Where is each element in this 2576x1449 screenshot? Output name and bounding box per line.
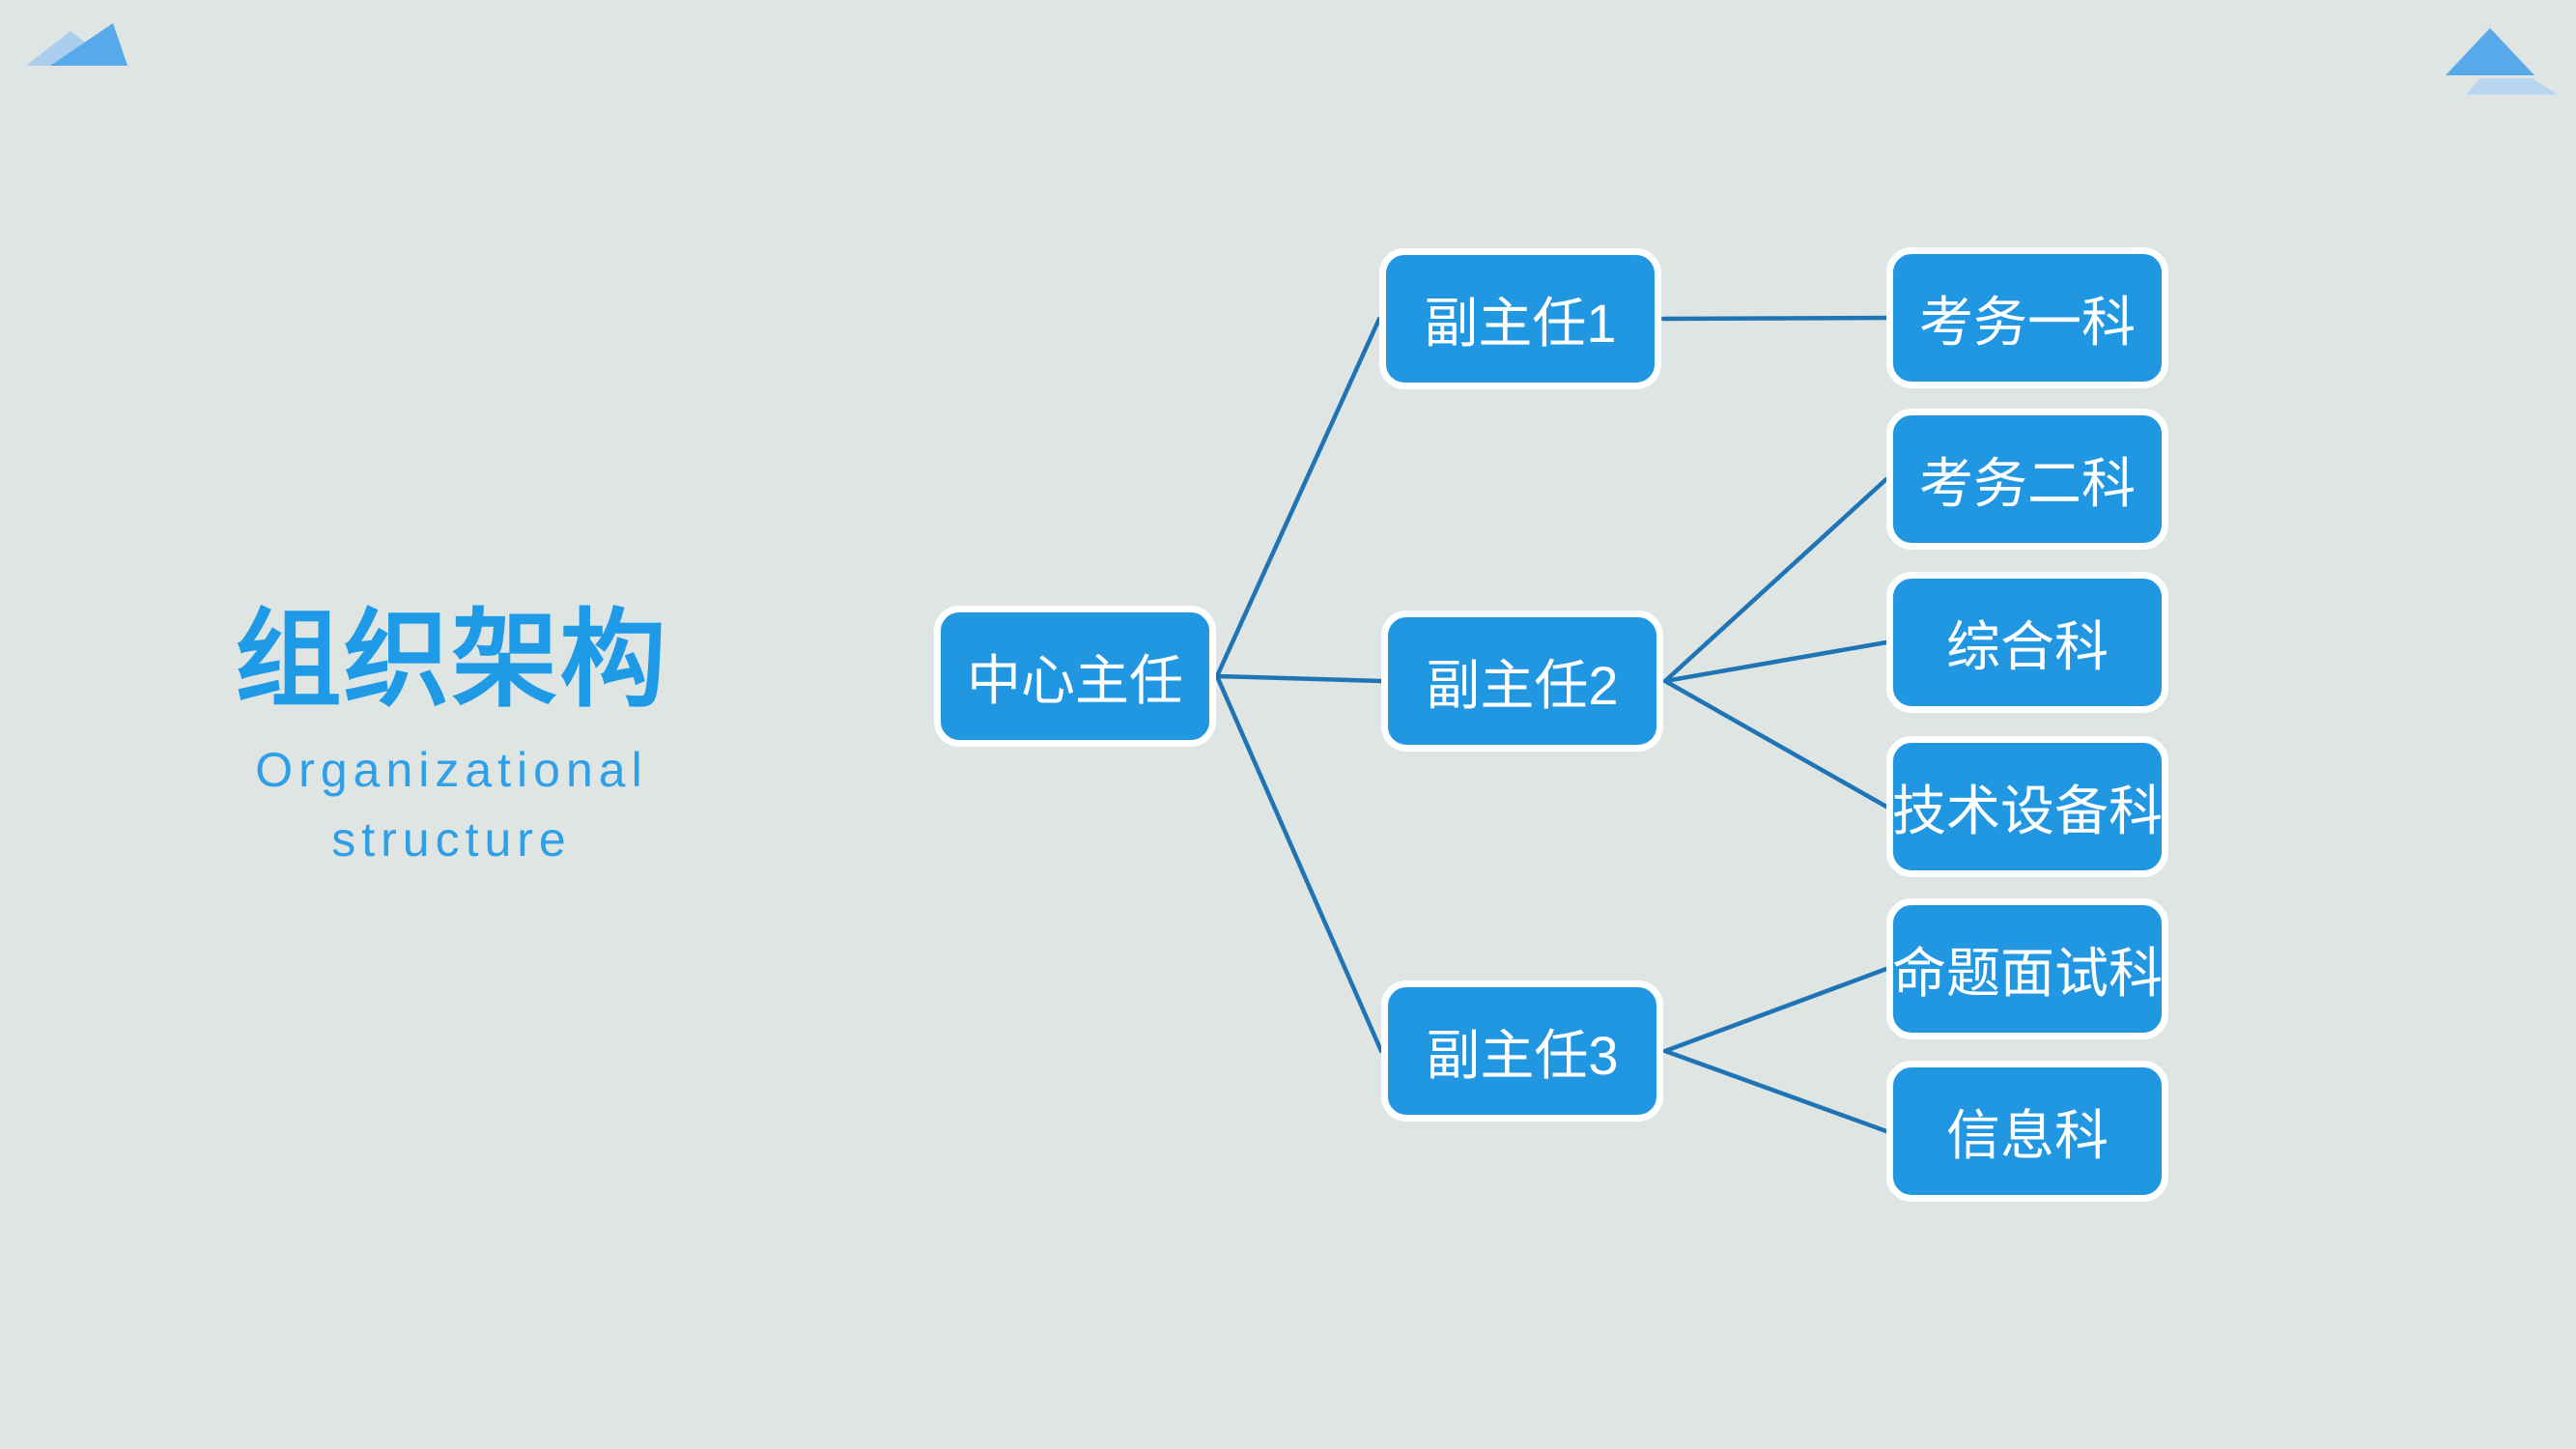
connector-deputy2-dept4: [1662, 678, 1889, 810]
org-node-deputy-2[interactable]: 副主任2: [1381, 611, 1663, 752]
connector-root-deputy2: [1214, 673, 1384, 684]
org-node-label: 副主任3: [1426, 1024, 1619, 1086]
title-block: 组织架构 Organizational structure: [232, 591, 671, 874]
connector-root-deputy3: [1214, 673, 1384, 1054]
mountain-base-trapezoid-icon: [2466, 78, 2558, 95]
top-left-mountain-decoration: [26, 23, 127, 66]
org-node-label: 中心主任: [967, 649, 1183, 711]
connector-deputy2-dept2: [1662, 476, 1889, 684]
org-node-technical-equipment-section[interactable]: 技术设备科: [1886, 736, 2168, 877]
mountain-front-triangle-icon: [50, 23, 127, 66]
org-node-question-setting-interview-section[interactable]: 命题面试科: [1886, 898, 2168, 1039]
org-node-label: 考务一科: [1919, 291, 2136, 353]
slide-subtitle-line1: Organizational: [255, 743, 648, 797]
slide-title: 组织架构: [235, 601, 668, 720]
mountain-peak-triangle-icon: [2446, 28, 2534, 75]
org-node-label: 命题面试科: [1892, 942, 2163, 1004]
org-node-general-affairs-section[interactable]: 综合科: [1886, 572, 2168, 713]
org-node-label: 副主任1: [1424, 292, 1617, 354]
slide-subtitle-line2: structure: [331, 812, 572, 867]
org-node-label: 综合科: [1946, 615, 2109, 677]
org-node-label: 考务二科: [1919, 452, 2136, 514]
slide-subtitle: Organizational structure: [232, 735, 671, 874]
connector-deputy3-dept6: [1662, 1048, 1889, 1134]
connector-deputy1-dept1: [1660, 315, 1889, 322]
org-node-label: 技术设备科: [1892, 780, 2163, 841]
connector-deputy2-dept3: [1662, 639, 1889, 684]
top-right-mountain-decoration: [2446, 28, 2558, 95]
org-node-deputy-1[interactable]: 副主任1: [1379, 248, 1661, 389]
org-node-center-director[interactable]: 中心主任: [934, 606, 1216, 747]
org-node-information-section[interactable]: 信息科: [1886, 1061, 2168, 1202]
org-node-label: 副主任2: [1426, 654, 1619, 716]
org-node-label: 信息科: [1946, 1104, 2109, 1166]
connector-root-deputy1: [1214, 316, 1382, 679]
connector-deputy3-dept5: [1662, 966, 1889, 1054]
org-connectors: [1214, 315, 1889, 1134]
org-node-exam-affairs-section-1[interactable]: 考务一科: [1886, 247, 2168, 388]
org-node-deputy-3[interactable]: 副主任3: [1381, 980, 1663, 1122]
org-node-exam-affairs-section-2[interactable]: 考务二科: [1886, 409, 2168, 550]
